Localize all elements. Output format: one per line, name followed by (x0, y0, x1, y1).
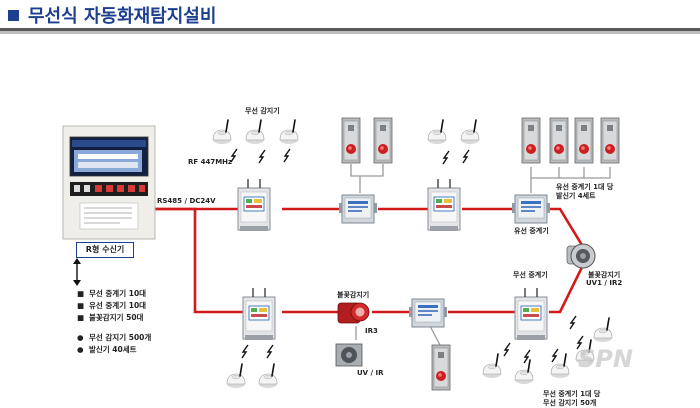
title-rule-dark (0, 28, 700, 31)
transmitter-box (431, 344, 451, 391)
label-rs485: RS485 / DC24V (157, 197, 216, 205)
label-flame-detector: 불꽃감지기 (337, 291, 370, 299)
wireless-detector (226, 363, 246, 389)
wireless-detector (593, 317, 613, 343)
wireless-detector (279, 119, 299, 145)
wireless-detector (258, 363, 278, 389)
wireless-detector (514, 359, 534, 385)
square-bullet-icon: ■ (77, 289, 85, 298)
dot-bullet-icon: ● (77, 333, 84, 342)
flame-detector-uv1-ir2 (566, 243, 596, 269)
wireless-detector (482, 353, 502, 379)
legend-item: ■유선 중계기 10대 (77, 301, 147, 310)
wireless-detector (245, 119, 265, 145)
title-rule-light (0, 31, 700, 34)
page-title-text: 무선식 자동화재탐지설비 (28, 6, 217, 27)
flame-detector-uv-ir (335, 343, 363, 367)
square-bullet-icon: ■ (77, 313, 85, 322)
label-flame-detector-uv1-ir2-1: 불꽃감지기 (588, 271, 621, 279)
wireless-detector (212, 119, 232, 145)
flame-detector-ir3 (337, 302, 370, 324)
wired-repeater (408, 298, 448, 328)
label-wired-repeater-note-1: 유선 중계기 1대 당 (556, 183, 614, 191)
legend-item: ■불꽃감지기 50대 (77, 313, 144, 322)
legend: ■무선 중계기 10대 ■유선 중계기 10대 ■불꽃감지기 50대 ●무선 감… (77, 288, 151, 356)
wireless-repeater (427, 178, 461, 232)
r-type-receiver-panel (62, 125, 156, 240)
wireless-repeater (514, 287, 548, 341)
receiver-arrow (73, 258, 81, 286)
wired-repeater (511, 194, 551, 224)
transmitter-box (521, 117, 541, 164)
legend-item: ●무선 감지기 500개 (77, 333, 152, 342)
label-wired-repeater-note-2: 발신기 4세트 (556, 192, 596, 200)
label-wireless-repeater-note-2: 무선 감지기 50개 (543, 399, 597, 407)
transmitter-box (549, 117, 569, 164)
label-wireless-repeater-note-1: 무선 중계기 1대 당 (543, 390, 601, 398)
label-wireless-repeater: 무선 중계기 (513, 271, 548, 279)
label-uv-ir: UV / IR (357, 369, 384, 377)
page-title: 무선식 자동화재탐지설비 (8, 2, 216, 28)
wireless-repeater (242, 287, 276, 341)
legend-item: ■무선 중계기 10대 (77, 289, 147, 298)
label-rf-frequency: RF 447MHz (188, 158, 233, 166)
label-ir3: IR3 (365, 327, 378, 335)
watermark-text: SPN (578, 345, 633, 373)
label-wireless-detector: 무선 감지기 (245, 107, 280, 115)
wireless-repeater (237, 178, 271, 232)
receiver-label: R형 수신기 (76, 242, 134, 258)
transmitter-box (373, 117, 393, 164)
label-wired-repeater: 유선 중계기 (514, 227, 549, 235)
label-flame-detector-uv1-ir2-2: UV1 / IR2 (586, 279, 623, 287)
wireless-detector (460, 119, 480, 145)
dot-bullet-icon: ● (77, 345, 84, 354)
transmitter-box (574, 117, 594, 164)
title-square-icon (8, 10, 19, 21)
wireless-detector (550, 353, 570, 379)
legend-item: ●발신기 40세트 (77, 345, 137, 354)
wired-repeater (338, 194, 378, 224)
wireless-detector (427, 119, 447, 145)
transmitter-box (600, 117, 620, 164)
square-bullet-icon: ■ (77, 301, 85, 310)
transmitter-box (341, 117, 361, 164)
